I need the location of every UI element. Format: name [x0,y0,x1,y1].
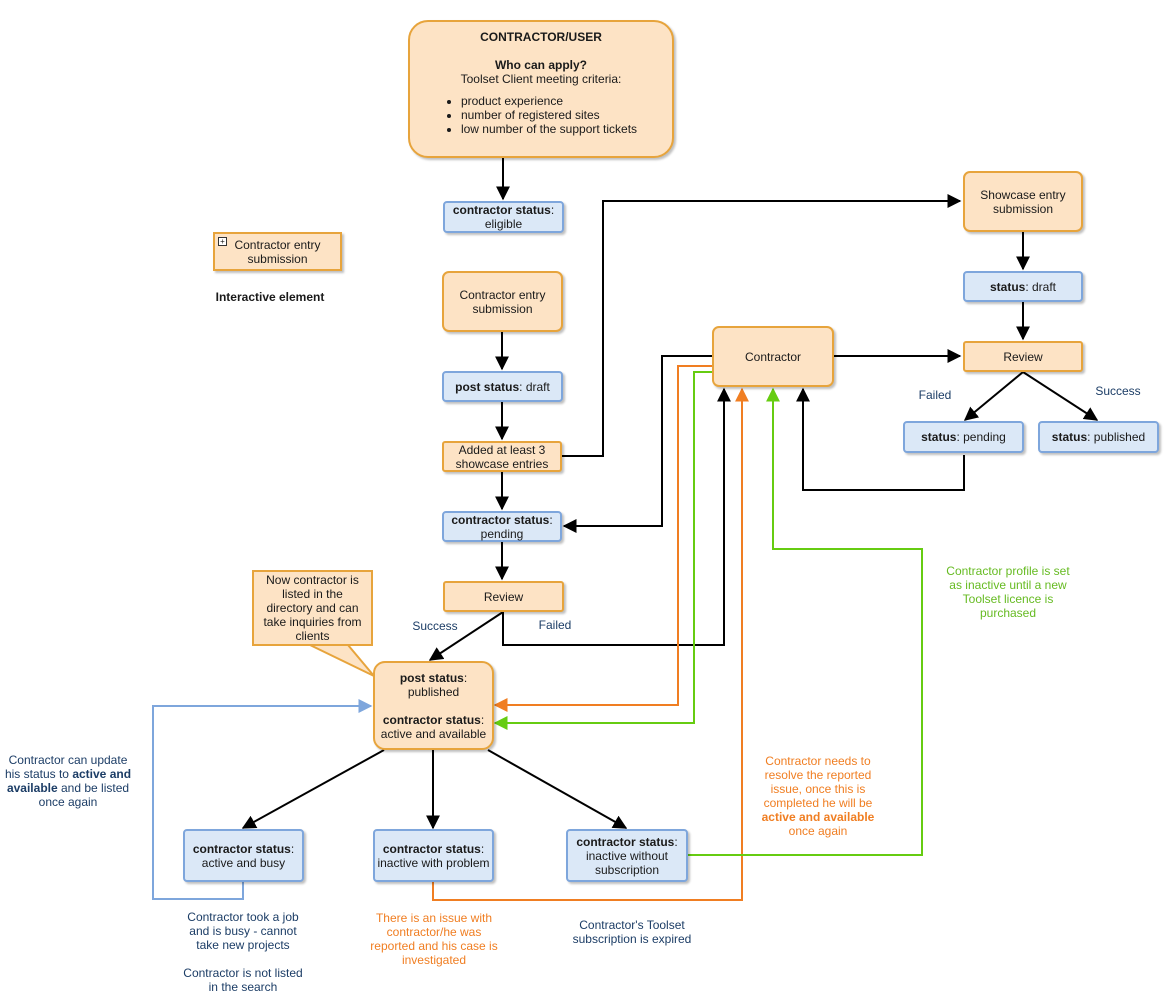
failed-label-showcase: Failed [918,388,952,402]
criteria-item: product experience [461,94,637,108]
edge-problem-orange-to-contractor [432,387,749,901]
contractor-entry-submission[interactable]: Contractor entry submission [442,271,563,332]
status-key: contractor status [382,841,481,856]
edge-contractor-orange-to-published [493,365,712,712]
status-value: : published [407,670,468,699]
status-key: contractor status [192,841,291,856]
edge-review-success-to-published [428,611,504,661]
status-active-busy: contractor status: active and busy [183,829,304,882]
criteria-intro: Toolset Client meeting criteria: [460,72,622,86]
post-published-active-available: post status: published contractor status… [373,661,494,750]
note-busy: Contractor took a job and is busy - cann… [180,910,306,994]
status-value: : active and busy [201,841,295,870]
callout-listed: Now contractor is listed in the director… [252,570,373,646]
status-value: : active and available [380,712,487,741]
note-bold: active and available [761,810,875,824]
note-update-status: Contractor can update his status to acti… [2,753,134,809]
note-text: Contractor took a job and is busy - cann… [187,910,299,952]
status-value: : draft [1025,279,1057,294]
status-key: contractor status [382,712,481,727]
status-value: : inactive without subscription [585,834,678,877]
review-main: Review [443,581,564,612]
node-label: Contractor entry submission [459,287,546,316]
status-key: contractor status [576,834,675,849]
edge-subscription-green-to-contractor [688,387,923,856]
status-value: : pending [956,430,1006,444]
status-value: : inactive with problem [377,841,490,870]
success-label-showcase: Success [1095,384,1141,398]
node-label: Showcase entry submission [980,187,1066,216]
status-value: : eligible [484,203,555,231]
contractor-user-box: CONTRACTOR/USER Who can apply? Toolset C… [408,20,674,158]
showcase-status-pending: status: pending [903,421,1024,453]
status-value: : published [1087,430,1146,444]
success-label-main: Success [412,619,458,633]
showcase-status-draft: status: draft [963,271,1083,302]
legend-box-label: Contractor entry submission [234,237,321,266]
node-label: Review [483,589,524,604]
criteria-item: number of registered sites [461,108,637,122]
showcase-status-published: status: published [1038,421,1159,453]
callout-pointer [309,644,375,677]
edge-showcase-pending-to-contractor [796,387,965,491]
post-status-draft: post status: draft [442,371,563,402]
status-key: contractor status [451,512,550,527]
legend-caption: Interactive element [215,290,325,304]
note-issue: There is an issue with contractor/he was… [370,911,498,967]
note-bold: active and available [6,767,132,795]
node-label: Contractor [744,349,802,364]
status-inactive-problem: contractor status: inactive with problem [373,829,494,882]
status-key: status [989,279,1026,294]
status-key: post status [455,379,520,394]
edge-review-to-published [1022,371,1099,421]
status-key: status [1051,430,1088,444]
note-text: Contractor needs to resolve the reported… [763,754,873,810]
contractor-status-pending: contractor status: pending [442,511,562,542]
status-value: : pending [480,512,553,541]
node-label: Added at least 3 showcase entries [455,442,549,471]
note-text: once again [788,824,848,838]
note-text: and be listed once again [38,781,130,809]
edge-published-to-busy [241,749,385,829]
expand-icon[interactable]: + [218,237,227,246]
legend-interactive-box[interactable]: + Contractor entry submission [213,232,342,271]
criteria-item: low number of the support tickets [461,122,637,136]
contractor-user-title: CONTRACTOR/USER [480,30,602,44]
status-value: : draft [519,379,550,394]
note-inactive-profile: Contractor profile is set as inactive un… [946,564,1070,620]
who-can-apply: Who can apply? [494,58,587,72]
added-showcase-entries: Added at least 3 showcase entries [442,441,562,472]
note-text: Contractor is not listed in the search [183,966,303,994]
edge-published-to-subscription [487,749,628,829]
failed-label-main: Failed [538,618,572,632]
note-text: Contractor can update his status to [4,753,128,781]
edge-review-failed-to-contractor [502,387,731,646]
note-expired: Contractor's Toolset subscription is exp… [572,918,692,946]
node-label: Review [1003,349,1043,364]
callout-text: Now contractor is listed in the director… [263,573,362,643]
status-key: status [921,430,957,444]
edge-review-to-pending [963,371,1024,421]
review-showcase: Review [963,341,1083,372]
edge-added-to-showcase [562,194,962,457]
contractor-node[interactable]: Contractor [712,326,834,387]
criteria-list: product experience number of registered … [445,94,637,136]
status-key: post status [399,670,464,685]
status-key: contractor status [452,203,551,217]
edge-contractor-to-pending [562,355,712,533]
status-inactive-subscription: contractor status: inactive without subs… [566,829,688,882]
edge-busy-blue-to-published [152,699,373,900]
status-eligible: contractor status: eligible [443,201,564,233]
showcase-entry-submission[interactable]: Showcase entry submission [963,171,1083,232]
edge-contractor-green-to-published [493,371,712,730]
note-resolve: Contractor needs to resolve the reported… [753,754,883,838]
